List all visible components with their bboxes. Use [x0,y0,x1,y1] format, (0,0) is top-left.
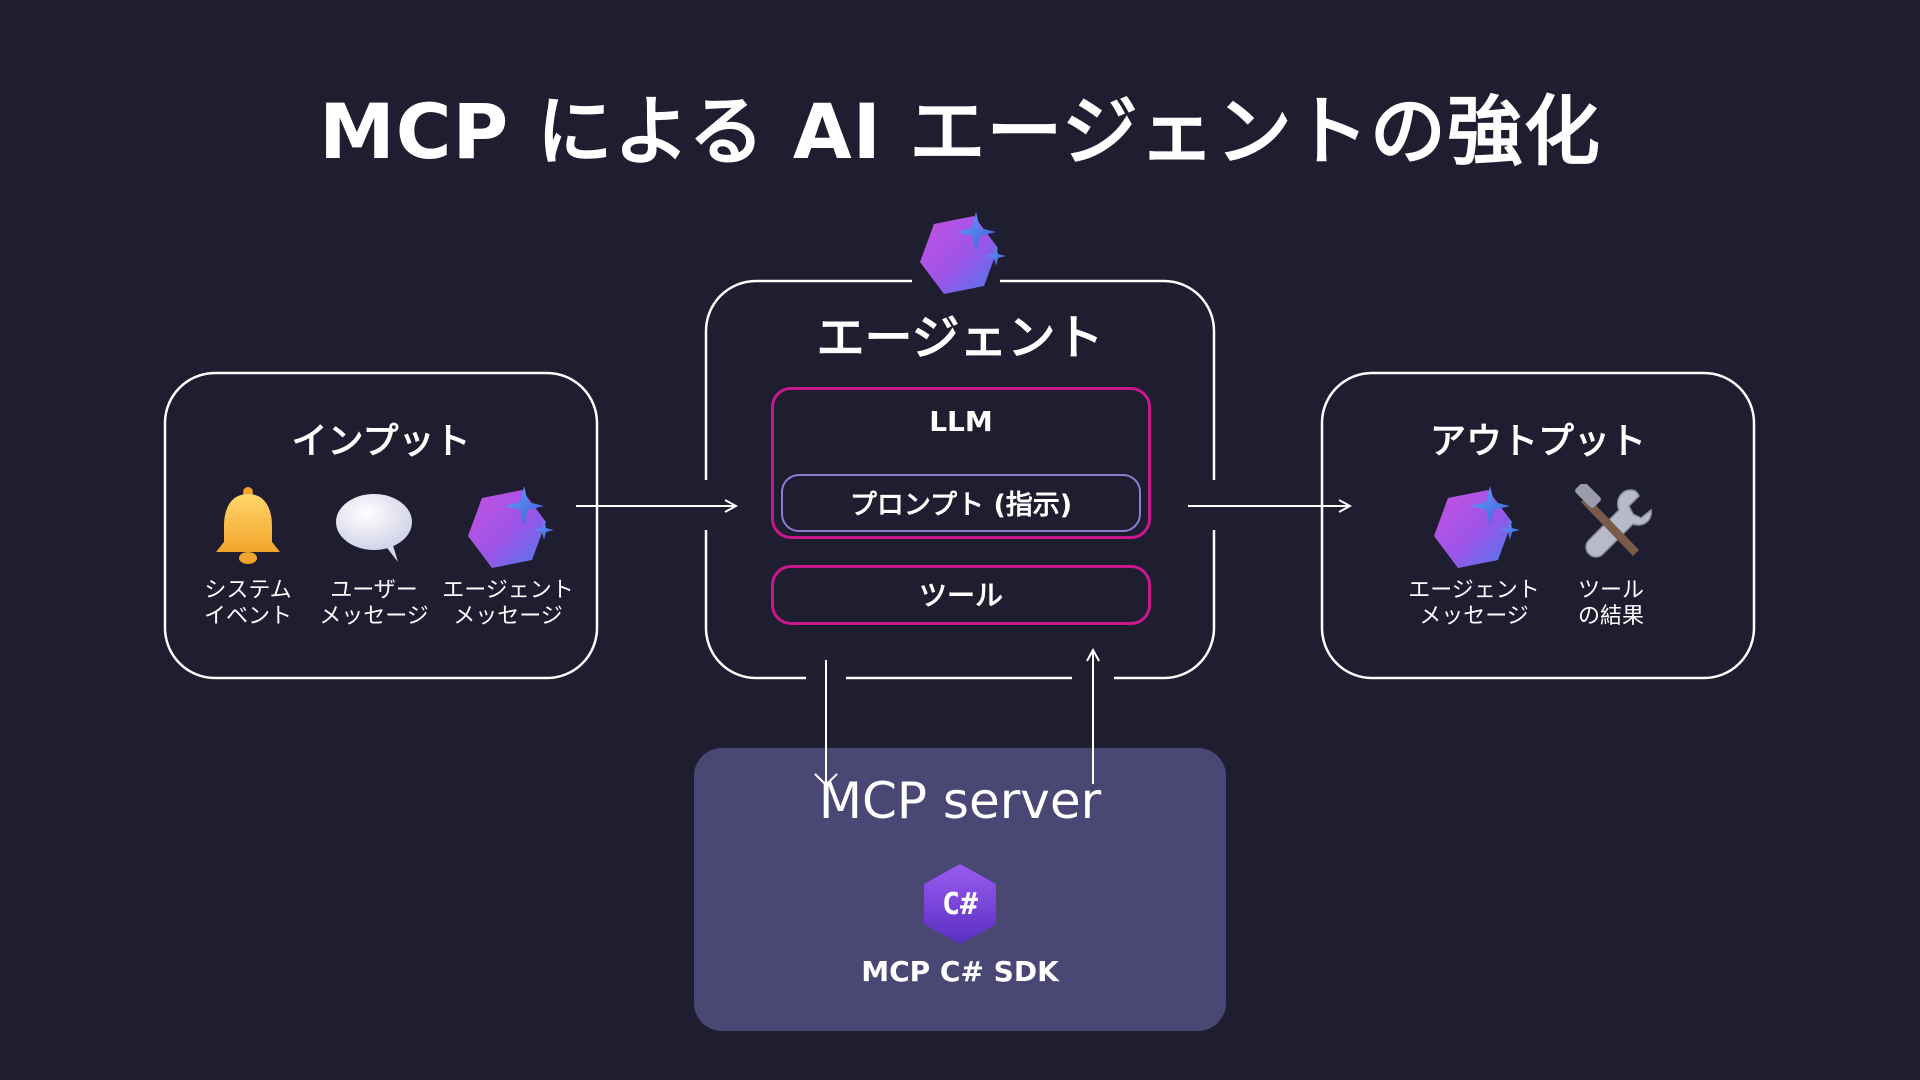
prompt-box [781,474,1141,532]
mcp-sdk-label: MCP C# SDK [861,955,1059,988]
input-title: インプット [291,421,471,462]
bell-icon [216,487,280,564]
output-title: アウトプット [1429,421,1646,462]
tool-box [771,565,1151,625]
input-item-agent-message: エージェント メッセージ [438,484,578,630]
tools-icon [1575,484,1652,558]
output-item-label: ツール の結果 [1577,578,1644,629]
output-item-tool-result: ツール の結果 [1541,484,1681,630]
input-item-label: システム イベント [203,578,292,629]
input-item-label: エージェント メッセージ [442,578,574,629]
mcp-server-label: MCP server [818,772,1102,830]
output-item-agent-message: エージェント メッセージ [1404,484,1544,630]
tool-label: ツール [918,579,1003,612]
speech-bubble-icon [336,494,412,562]
svg-text:C#: C# [942,887,978,922]
agent-title: エージェント [816,310,1104,366]
csharp-icon: C# [924,864,996,944]
page-title: MCP による AI エージェントの強化 [319,87,1601,176]
output-item-label: エージェント メッセージ [1408,578,1540,629]
llm-box [771,387,1151,539]
agent-hexagon-icon [468,486,554,568]
llm-label: LLM [929,405,993,438]
agent-hexagon-icon [1434,486,1520,568]
input-item-label: ユーザー メッセージ [319,578,429,629]
input-item-system-event: システム イベント [178,484,318,630]
input-item-user-message: ユーザー メッセージ [304,484,444,630]
prompt-label: プロンプト (指示) [849,490,1073,521]
agent-hexagon-icon [920,212,1006,294]
